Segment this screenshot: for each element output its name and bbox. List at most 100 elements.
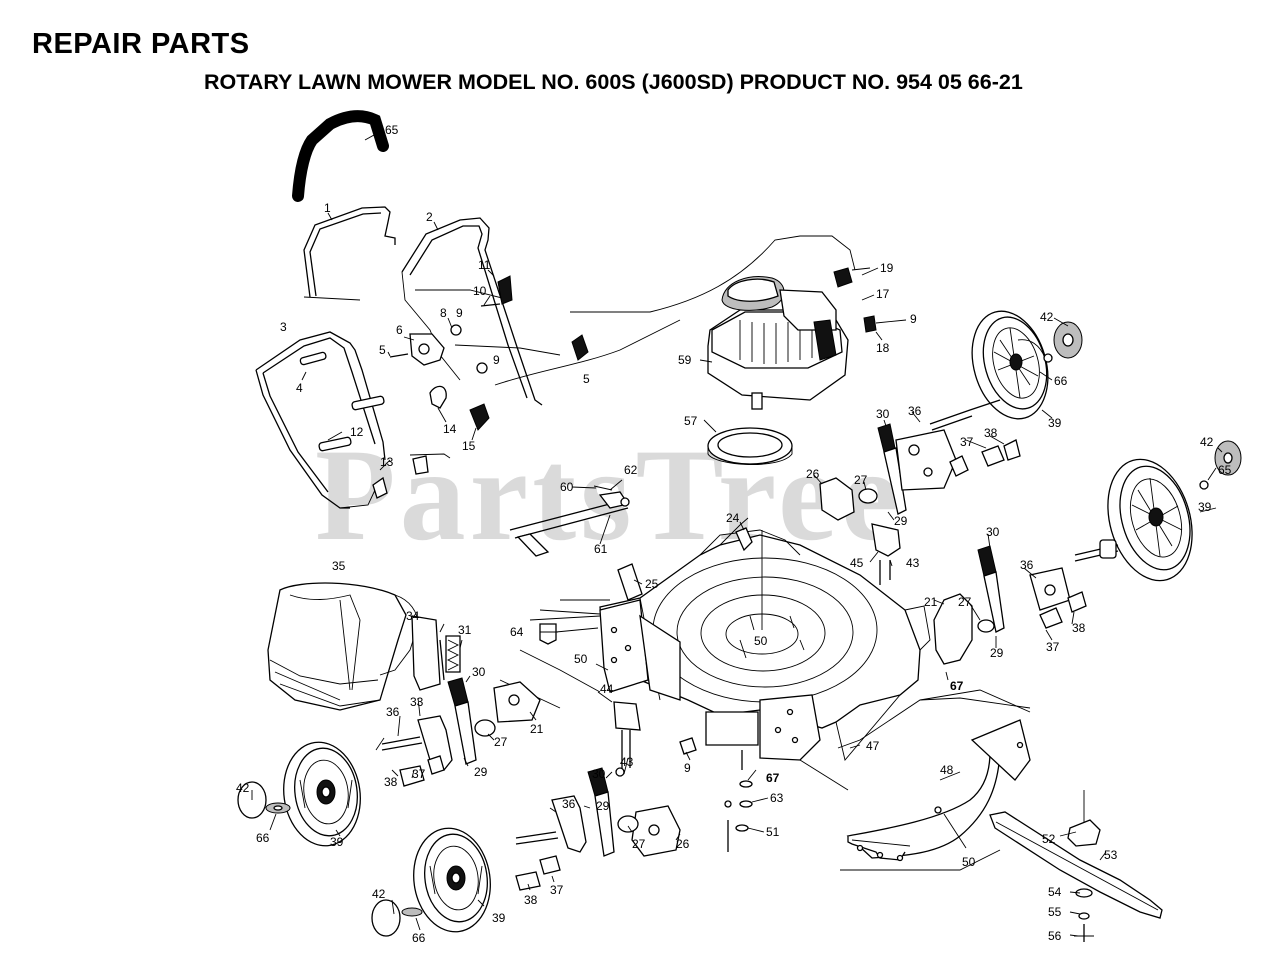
callout-10: 10 bbox=[473, 284, 487, 298]
callout-67-bracket: 67 bbox=[766, 771, 780, 785]
callout-4: 4 bbox=[296, 381, 303, 395]
callout-38-upper-right: 38 bbox=[984, 426, 998, 440]
callout-39-left-lower: 39 bbox=[492, 911, 506, 925]
callout-11: 11 bbox=[478, 258, 491, 272]
callout-65-grip: 65 bbox=[385, 123, 399, 137]
callout-35: 35 bbox=[332, 559, 346, 573]
callout-54: 54 bbox=[1048, 885, 1062, 899]
callout-27-lower-right: 27 bbox=[958, 595, 972, 609]
callout-9-pivot: 9 bbox=[493, 353, 500, 367]
callout-36-lower-right: 36 bbox=[1020, 558, 1034, 572]
height-adjuster-upper-right bbox=[819, 399, 1021, 585]
callout-61: 61 bbox=[594, 542, 608, 556]
lower-handle-part bbox=[255, 331, 451, 509]
callout-17: 17 bbox=[876, 287, 890, 301]
rear-axle-part bbox=[509, 485, 630, 557]
callout-9-handle: 9 bbox=[456, 306, 463, 320]
callout-42-left-lower: 42 bbox=[372, 887, 386, 901]
callout-38-left-upper: 38 bbox=[384, 775, 398, 789]
callout-2: 2 bbox=[426, 210, 433, 224]
callout-48: 48 bbox=[940, 763, 954, 777]
front-wheel-left-lower bbox=[371, 827, 491, 937]
callout-27-upper-right: 27 bbox=[854, 473, 868, 487]
callout-67-right: 67 bbox=[950, 679, 964, 693]
callout-50-left: 50 bbox=[574, 652, 588, 666]
callout-9-bracket: 9 bbox=[684, 761, 691, 775]
callout-24: 24 bbox=[726, 511, 740, 525]
callout-43-right: 43 bbox=[906, 556, 920, 570]
callout-52: 52 bbox=[1042, 832, 1056, 846]
callout-14: 14 bbox=[443, 422, 457, 436]
callout-56: 56 bbox=[1048, 929, 1062, 943]
callout-19: 19 bbox=[880, 261, 894, 275]
callout-30-lower-right: 30 bbox=[986, 525, 1000, 539]
callout-9-engine: 9 bbox=[910, 312, 917, 326]
callout-45: 45 bbox=[850, 556, 864, 570]
callout-26-left-lower: 26 bbox=[676, 837, 690, 851]
callout-64: 64 bbox=[510, 625, 524, 639]
callout-66-left-lower: 66 bbox=[412, 931, 426, 945]
page-title: REPAIR PARTS bbox=[32, 28, 250, 60]
callout-55: 55 bbox=[1048, 905, 1062, 919]
callout-labels: 65 1 2 3 11 10 8 9 6 5 4 9 5 14 15 12 13… bbox=[236, 123, 1232, 945]
callout-29-left-upper: 29 bbox=[474, 765, 488, 779]
callout-5-right: 5 bbox=[583, 372, 590, 386]
model-subtitle: ROTARY LAWN MOWER MODEL NO. 600S (J600SD… bbox=[204, 70, 1023, 94]
callout-13: 13 bbox=[380, 455, 394, 469]
callout-50-deck: 50 bbox=[754, 634, 768, 648]
callout-21-left: 21 bbox=[530, 722, 544, 736]
callout-30-left-lower: 30 bbox=[592, 767, 606, 781]
rear-wheel-right-lower bbox=[1074, 440, 1242, 582]
callout-6: 6 bbox=[396, 323, 403, 337]
callout-29-lower-right: 29 bbox=[990, 646, 1004, 660]
height-adjuster-lower-right bbox=[933, 545, 1087, 665]
callout-36-upper-right: 36 bbox=[908, 404, 922, 418]
callout-30-left-upper: 30 bbox=[472, 665, 486, 679]
callout-12: 12 bbox=[350, 425, 364, 439]
callout-62: 62 bbox=[624, 463, 638, 477]
callout-25: 25 bbox=[645, 577, 659, 591]
callout-66-left-upper: 66 bbox=[256, 831, 270, 845]
callout-30-upper-right: 30 bbox=[876, 407, 890, 421]
callout-3: 3 bbox=[280, 320, 287, 334]
handle-grip-part bbox=[292, 110, 389, 202]
callout-21-right: 21 bbox=[924, 595, 938, 609]
callout-33: 33 bbox=[410, 695, 424, 709]
callout-37-left-upper: 37 bbox=[412, 767, 426, 781]
callout-38-lower-right: 38 bbox=[1072, 621, 1086, 635]
callout-42-upper-right: 42 bbox=[1040, 310, 1054, 324]
callout-8: 8 bbox=[440, 306, 447, 320]
rear-shield-part bbox=[840, 719, 1031, 871]
callout-37-lower-right: 37 bbox=[1046, 640, 1060, 654]
callout-37-upper-right: 37 bbox=[960, 435, 974, 449]
callout-44: 44 bbox=[600, 682, 614, 696]
callout-36-left-upper: 36 bbox=[386, 705, 400, 719]
callout-39-lower-right: 39 bbox=[1198, 500, 1212, 514]
callout-42-left-upper: 42 bbox=[236, 781, 250, 795]
callout-26-upper-right: 26 bbox=[806, 467, 820, 481]
grass-catcher-part bbox=[267, 582, 461, 711]
handle-hardware bbox=[372, 275, 589, 499]
leader-lines bbox=[251, 129, 1223, 937]
rear-wheel-right-upper bbox=[971, 310, 1083, 420]
callout-51: 51 bbox=[766, 825, 780, 839]
callout-15: 15 bbox=[462, 439, 476, 453]
callout-27-left-lower: 27 bbox=[632, 837, 646, 851]
blade-part bbox=[989, 790, 1163, 942]
callout-34: 34 bbox=[406, 609, 420, 623]
callout-5-left: 5 bbox=[379, 343, 386, 357]
center-bracket-parts bbox=[613, 701, 942, 852]
callout-31: 31 bbox=[458, 623, 472, 637]
callout-38-left-lower: 38 bbox=[524, 893, 538, 907]
callout-43-left: 43 bbox=[620, 755, 634, 769]
callout-29-upper-right: 29 bbox=[894, 514, 908, 528]
callout-27-left-upper: 27 bbox=[494, 735, 508, 749]
callout-65-lower-right: 65 bbox=[1218, 463, 1232, 477]
callout-29-left-lower: 29 bbox=[596, 799, 610, 813]
height-adjuster-lower-left bbox=[515, 767, 681, 891]
callout-59: 59 bbox=[678, 353, 692, 367]
callout-57: 57 bbox=[684, 414, 698, 428]
callout-36-left-lower: 36 bbox=[562, 797, 576, 811]
